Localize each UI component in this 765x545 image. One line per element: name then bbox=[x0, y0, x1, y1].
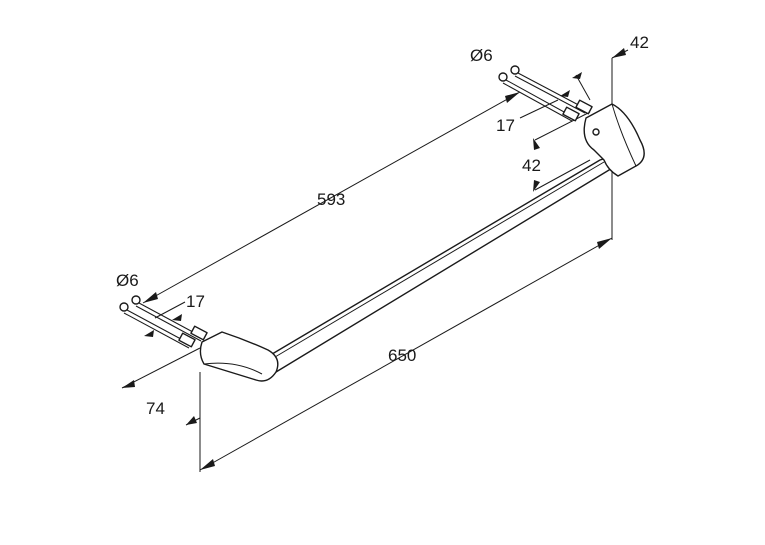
leader-17-right bbox=[519, 99, 559, 119]
screw-right-1b bbox=[502, 82, 573, 122]
anchor-right-1 bbox=[562, 106, 580, 122]
screw-left-1b bbox=[123, 312, 190, 349]
bracket-left-edge bbox=[203, 362, 263, 375]
screw-right-2 bbox=[517, 72, 589, 111]
hole-left-2 bbox=[131, 295, 141, 305]
arrow-42-top bbox=[612, 48, 626, 58]
arrow-74-lower bbox=[186, 416, 197, 425]
anchor-left-1 bbox=[178, 332, 196, 348]
screw-left-2b bbox=[135, 305, 202, 342]
rod-highlight bbox=[269, 161, 605, 361]
extension-42-right-low bbox=[534, 159, 591, 191]
label-hole-diameter-left: Ø6 bbox=[116, 271, 139, 290]
bracket-right-body bbox=[583, 103, 645, 177]
hole-left-1 bbox=[119, 302, 129, 312]
label-depth-left: 74 bbox=[146, 399, 165, 418]
label-bracket-width-right: 42 bbox=[522, 156, 541, 175]
label-overall-length: 650 bbox=[388, 346, 416, 365]
arrow-17-left-b bbox=[172, 314, 182, 321]
bracket-right-screw-hole bbox=[592, 128, 600, 136]
dimension-line-593 bbox=[142, 91, 521, 304]
arrow-650-left bbox=[200, 459, 215, 470]
leader-17-left bbox=[154, 301, 186, 319]
hole-right-1 bbox=[498, 72, 508, 82]
arrowheads bbox=[122, 48, 626, 470]
arrow-42-right-upper bbox=[533, 138, 540, 150]
label-screw-depth-right: 17 bbox=[496, 116, 515, 135]
arrow-17-right-a bbox=[572, 72, 582, 79]
arrow-593-left bbox=[143, 292, 158, 303]
bracket-left-body bbox=[199, 331, 279, 382]
anchor-right-2 bbox=[575, 99, 593, 115]
bracket-left bbox=[199, 331, 279, 382]
label-hole-diameter-right: Ø6 bbox=[470, 46, 493, 65]
dimension-labels: Ø6 42 17 42 593 Ø6 17 650 74 bbox=[116, 33, 649, 418]
bracket-right bbox=[583, 103, 645, 177]
label-hole-spacing: 593 bbox=[317, 190, 345, 209]
arrow-74-left bbox=[122, 380, 135, 388]
arrow-17-left-a bbox=[144, 330, 154, 337]
mounting-screws bbox=[119, 65, 593, 349]
dimension-line-42-right bbox=[534, 111, 591, 141]
bracket-right-edge bbox=[611, 103, 637, 167]
dimension-line-74 bbox=[121, 347, 201, 389]
dimension-lines bbox=[121, 49, 629, 472]
arrow-17-right-b bbox=[560, 90, 570, 97]
screw-right-1 bbox=[505, 79, 576, 119]
label-projection-top: 42 bbox=[630, 33, 649, 52]
arrow-593-right bbox=[505, 92, 520, 103]
towel-bar-rod bbox=[261, 157, 615, 375]
screw-right-2b bbox=[514, 75, 586, 114]
dimension-line-650 bbox=[199, 237, 613, 471]
arrow-650-right bbox=[597, 238, 612, 249]
rod-body bbox=[261, 157, 615, 375]
label-screw-depth-left: 17 bbox=[186, 292, 205, 311]
anchor-left-2 bbox=[190, 325, 208, 341]
arrow-42-right-lower bbox=[533, 180, 540, 192]
extension-17-right bbox=[575, 74, 591, 101]
hole-right-2 bbox=[510, 65, 520, 75]
